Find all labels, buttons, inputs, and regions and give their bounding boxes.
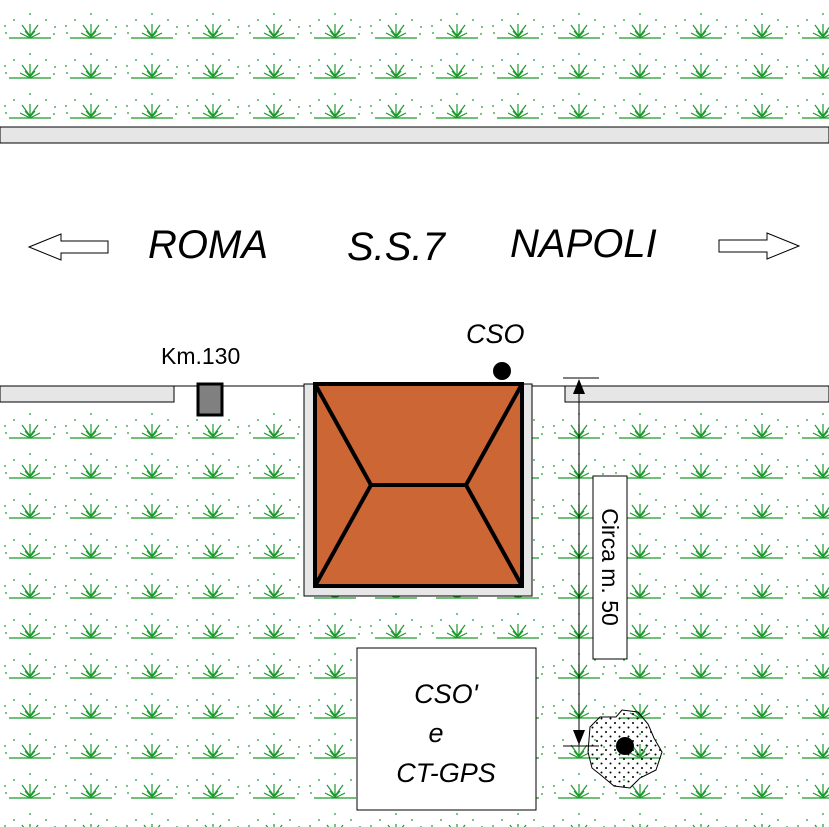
distance-label-box <box>592 475 628 660</box>
km-post-icon <box>196 382 224 417</box>
dimension-arrow-top <box>573 379 585 394</box>
roof-ridges <box>313 383 524 587</box>
arrow-left-icon <box>27 233 109 261</box>
station-label-cso: CSO <box>466 319 525 349</box>
gps-point-icon <box>616 737 634 755</box>
road-strip-bottom-left <box>0 385 175 403</box>
distance-label: Circa m. 50 <box>597 508 623 626</box>
station-box-line-1: CSO' <box>414 679 479 709</box>
road-strip-top <box>0 126 829 144</box>
station-box-line-3: CT-GPS <box>396 758 496 788</box>
arrow-right-icon <box>718 232 801 260</box>
direction-label-napoli: NAPOLI <box>510 222 657 266</box>
road-strip-bottom-right <box>564 385 829 403</box>
direction-label-roma: ROMA <box>148 223 268 267</box>
dimension-arrow-bottom <box>573 730 585 745</box>
road-name-label: S.S.7 <box>347 225 447 269</box>
station-box-line-2: e <box>428 718 443 748</box>
station-info-box <box>356 647 537 811</box>
grass-field-top <box>0 0 829 127</box>
km-label: Km.130 <box>161 343 240 369</box>
station-point-icon <box>493 362 511 380</box>
